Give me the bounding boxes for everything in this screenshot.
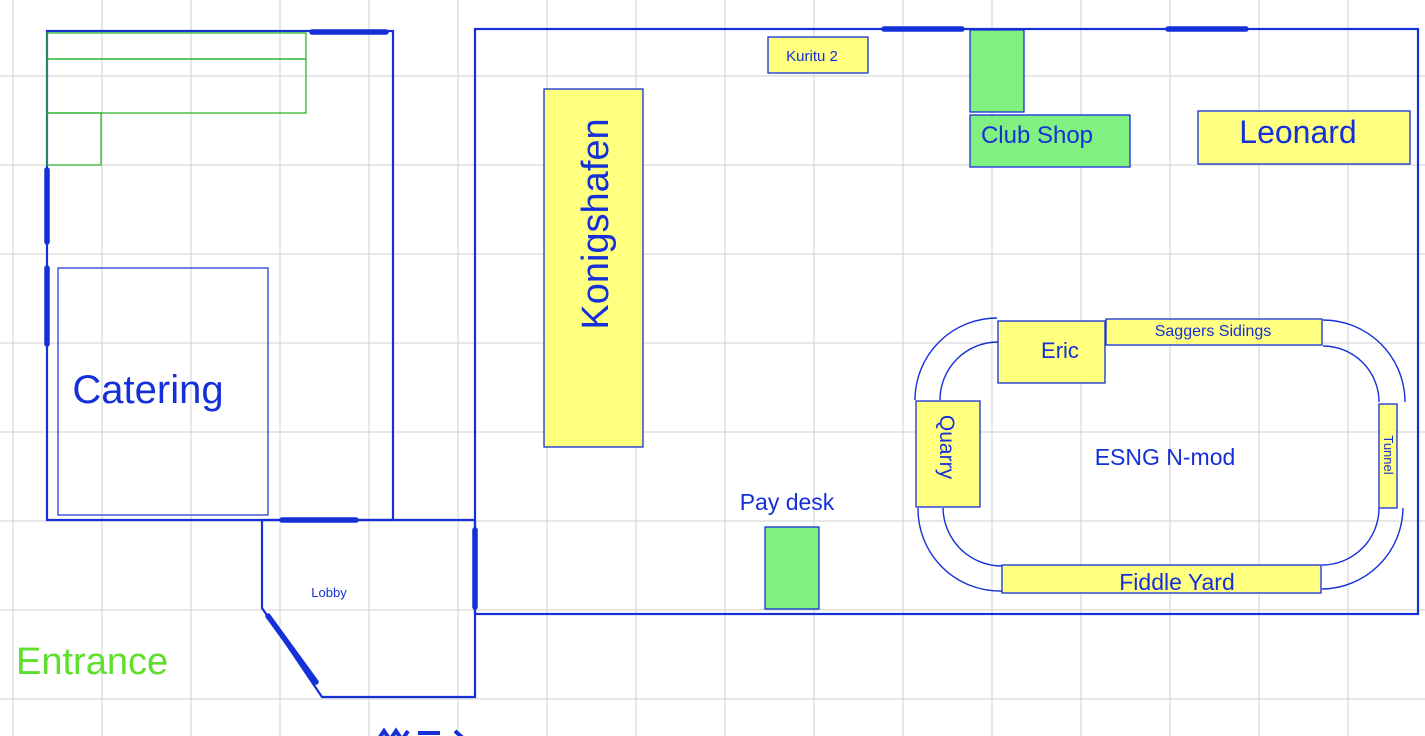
fiddle-yard-stand <box>1001 564 1322 594</box>
kuritu-label: Kuritu 2 <box>786 48 838 65</box>
fiddle-yard-label: Fiddle Yard <box>1119 569 1235 595</box>
doors <box>44 26 1249 685</box>
loop-corner-br-inner <box>1321 507 1380 566</box>
loop-corner-tl-outer <box>914 317 998 401</box>
esng-loop <box>914 317 1406 592</box>
counter-middle <box>46 58 307 114</box>
cropped-mark-stroke-3 <box>453 729 464 736</box>
catering-counters <box>46 32 307 166</box>
eric-label: Eric <box>1041 338 1079 363</box>
lobby-wall <box>260 518 477 699</box>
catering-area <box>57 267 269 516</box>
saggers-stand <box>1105 318 1323 346</box>
door-entrance <box>265 613 319 685</box>
tunnel-label: Tunnel <box>1381 435 1396 474</box>
lobby-label: Lobby <box>311 585 347 600</box>
counter-side <box>46 112 102 166</box>
leonard-stand <box>1197 110 1411 165</box>
loop-corner-bl-outer <box>917 507 1003 592</box>
konigshafen-label: Konigshafen <box>575 118 617 329</box>
loop-corner-tl-inner <box>939 341 999 401</box>
counter-top <box>46 32 307 60</box>
pay-desk-stand <box>764 526 820 610</box>
catering-room-wall <box>45 29 395 522</box>
saggers-label: Saggers Sidings <box>1155 323 1272 340</box>
loop-corner-br-outer <box>1321 507 1404 590</box>
club-shop-stand <box>969 114 1131 168</box>
loop-corner-bl-inner <box>942 507 1003 567</box>
loop-corner-tr-inner <box>1322 345 1380 403</box>
loop-corner-tr-outer <box>1322 319 1406 403</box>
cropped-mark-stroke <box>378 727 410 736</box>
cropped-mark <box>378 727 464 736</box>
konigshafen-stand <box>543 88 644 448</box>
entrance-label: Entrance <box>16 641 168 683</box>
kuritu-stand <box>767 36 869 74</box>
catering-label: Catering <box>72 368 223 412</box>
eric-stand <box>997 320 1106 384</box>
quarry-stand <box>915 400 981 508</box>
stands <box>543 29 1411 610</box>
tunnel-stand <box>1378 403 1398 509</box>
esng-label: ESNG N-mod <box>1095 444 1236 470</box>
quarry-label: Quarry <box>935 415 958 480</box>
club-shop-label: Club Shop <box>981 122 1093 149</box>
labels: Catering Lobby Konigshafen Kuritu 2 Club… <box>72 48 1396 600</box>
pay-desk-label: Pay desk <box>740 489 835 515</box>
club-shop-fixture <box>969 29 1025 113</box>
leonard-label: Leonard <box>1239 114 1356 150</box>
